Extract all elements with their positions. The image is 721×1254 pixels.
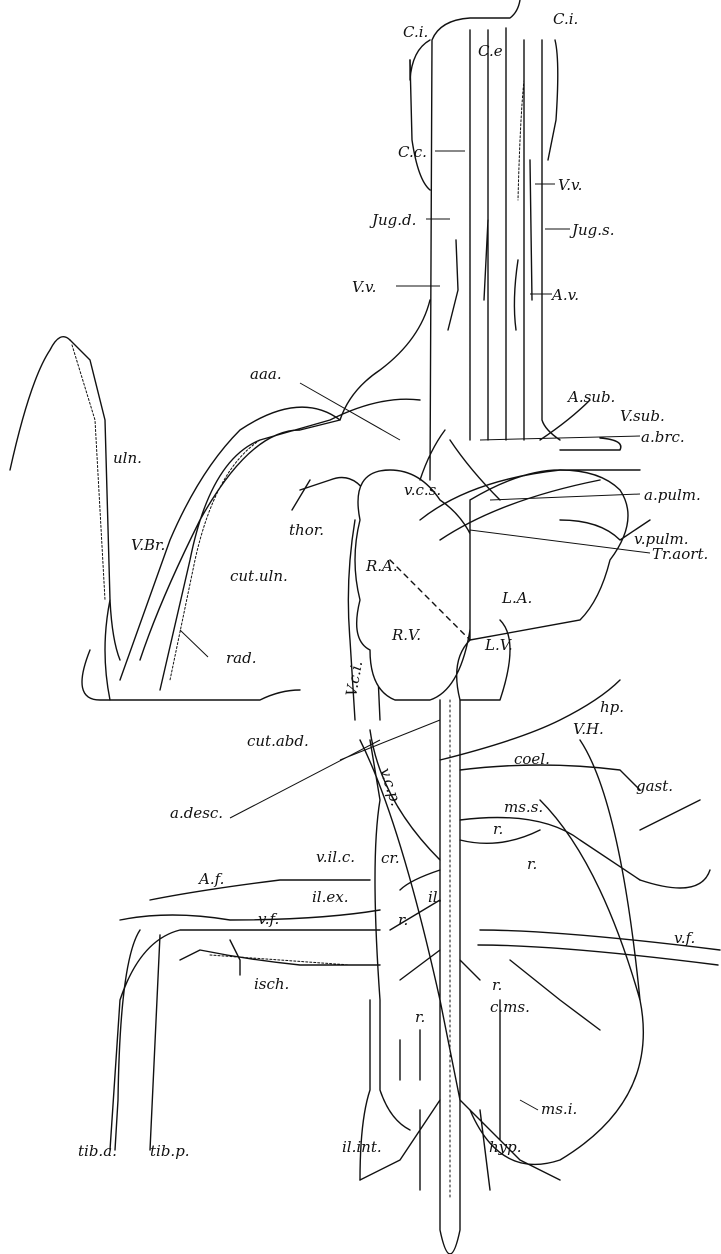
label-il-int: il.int. [342,1138,382,1156]
label-af: A.f. [197,870,224,888]
label-mss: ms.s. [504,798,543,816]
label-ce: C.e [478,42,503,60]
label-jug-d: Jug.d. [369,211,416,229]
label-tib-p: tib.p. [150,1142,190,1160]
label-cut-uln: cut.uln. [230,567,288,585]
label-hyp: hyp. [489,1138,522,1156]
label-r3: r. [398,911,408,929]
label-vcs: v.c.s. [404,481,441,499]
label-a-desc: a.desc. [170,804,223,822]
label-r5: r. [415,1008,425,1026]
label-tib-a: tib.a. [78,1142,117,1160]
label-vh: V.H. [573,720,604,738]
label-vilc: v.il.c. [316,848,355,866]
label-v-sub: V.sub. [620,407,665,425]
label-il: il. [428,888,442,906]
label-vv-upper: V.v. [558,176,582,194]
label-r4: r. [492,976,502,994]
label-r2: r. [527,855,537,873]
label-vf-left: v.f. [258,910,279,928]
label-ilex: il.ex. [312,888,348,906]
label-isch: isch. [254,975,289,993]
label-vv-lower: V.v. [352,278,376,296]
label-ra: R.A. [365,557,398,575]
neck-vessels [410,0,560,480]
label-cms: c.ms. [490,998,530,1016]
label-coel: coel. [514,750,550,768]
label-cr: cr. [381,849,400,867]
label-uln: uln. [113,449,142,467]
label-tr-aort: Tr.aort. [652,545,708,563]
label-ci-left: C.i. [403,23,428,41]
label-cut-abd: cut.abd. [247,732,309,750]
label-a-pulm: a.pulm. [644,486,701,504]
label-hp: hp. [600,698,624,716]
label-la: L.A. [501,589,532,607]
label-vci: V.c.i. [342,659,366,697]
label-ci-right: C.i. [553,10,578,28]
label-av: A.v. [550,286,579,304]
label-cc: C.c. [398,143,427,161]
heart [355,400,650,700]
label-rv: R.V. [391,626,421,644]
label-gast: gast. [636,777,673,795]
label-vf-right: v.f. [674,929,695,947]
label-v-br: V.Br. [131,536,165,554]
label-aaa: aaa. [250,365,282,383]
label-a-brc: a.brc. [641,428,685,446]
label-thor: thor. [289,521,324,539]
label-a-sub: A.sub. [566,388,615,406]
label-r1: r. [493,820,503,838]
label-msi: ms.i. [541,1100,577,1118]
label-rad: rad. [226,649,256,667]
label-lv: L.V. [484,636,513,654]
label-jug-s: Jug.s. [569,221,615,239]
